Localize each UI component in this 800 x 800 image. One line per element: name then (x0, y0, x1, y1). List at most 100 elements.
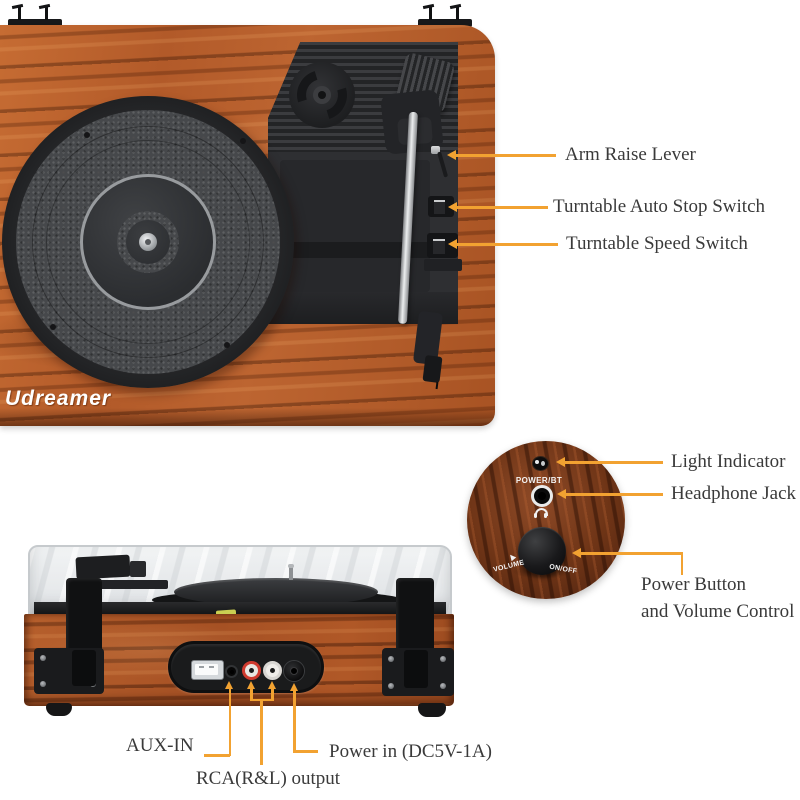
hinge-screw (440, 683, 446, 689)
arrowhead-rca-red (246, 681, 255, 689)
turntable-top-view: Udreamer (0, 25, 495, 426)
volume-arrow-icon (507, 552, 517, 562)
headphone-jack (531, 485, 553, 507)
label-headphone: Headphone Jack (671, 483, 797, 504)
arrowhead-headphone (557, 489, 566, 499)
headphone-earcup (544, 513, 547, 518)
hinge-screw (40, 655, 46, 661)
leader-line-rca-red (250, 688, 253, 700)
hinge-pin (45, 7, 48, 20)
front-tonearm-clip (130, 561, 146, 577)
leader-line-rca-center (260, 700, 263, 765)
usb-port (191, 660, 224, 680)
rca-white-port (263, 661, 282, 680)
headphone-band (535, 508, 548, 516)
jack-hole (538, 492, 546, 500)
label-aux: AUX-IN (126, 735, 194, 756)
platter (2, 96, 294, 388)
power-led (532, 456, 549, 471)
label-power-line1: Power Button (641, 574, 747, 595)
leader-line-power-in-v (293, 690, 296, 752)
front-platter (174, 578, 378, 606)
power-bt-label: POWER/BT (515, 476, 563, 485)
usb-contact (209, 666, 214, 668)
leader-line-auto-stop (456, 206, 548, 209)
arrowhead-rca-white (267, 681, 276, 689)
arrowhead-light (556, 457, 565, 467)
platter-screw (50, 324, 56, 330)
aux-port (225, 665, 238, 678)
leader-line-power-in-h (293, 750, 318, 753)
usb-tongue (195, 664, 218, 675)
label-speed: Turntable Speed Switch (566, 233, 748, 254)
plinth-edge-shade (0, 408, 495, 426)
rca-red-port (242, 661, 261, 680)
platter-groove-ring (46, 140, 250, 344)
rpm-adapter (288, 61, 356, 129)
leader-line-speed (456, 243, 558, 246)
label-power-line2: and Volume Control (641, 601, 795, 622)
leader-line-aux-v (228, 688, 231, 756)
side-inset: POWER/BT VOLUME ON/OFF (467, 441, 625, 599)
top-hinge-right (418, 2, 472, 28)
arrowhead-arm-raise (447, 150, 456, 160)
rca-red-hole (248, 667, 254, 673)
headphone-earcup (534, 513, 537, 518)
arrowhead-auto-stop (448, 202, 457, 212)
platter-screw (224, 342, 230, 348)
leader-line-rca-connector (250, 698, 274, 701)
label-arm-raise: Arm Raise Lever (565, 144, 696, 165)
dust-cover (28, 545, 452, 617)
hinge-pin (429, 7, 432, 20)
arrowhead-power-knob (572, 548, 581, 558)
hinge-base (8, 19, 62, 27)
rca-white-hole (269, 667, 275, 673)
cartridge (422, 355, 443, 383)
foot-left (46, 703, 72, 716)
speed-slider (433, 239, 445, 254)
arrowhead-power-in (289, 683, 298, 691)
front-hinge-left (30, 575, 106, 697)
leader-line-rca-white (271, 688, 274, 700)
hinge-screw (440, 656, 446, 662)
hinge-inner-block (404, 650, 428, 688)
headphone-icon (534, 508, 548, 518)
platter-screw (240, 138, 246, 144)
label-rca: RCA(R&L) output (196, 768, 341, 789)
aux-hole (229, 669, 234, 674)
arm-raise-lever (431, 146, 440, 154)
leader-line-power-v (680, 553, 683, 575)
hinge-inner-block (72, 650, 96, 686)
led-highlight (541, 461, 545, 466)
leader-line-power-h (580, 552, 683, 555)
top-hinge-left (8, 2, 62, 28)
hinge-screw (388, 656, 394, 662)
front-spindle (289, 566, 293, 580)
leader-line-aux-h (204, 754, 230, 757)
hinge-screw (388, 683, 394, 689)
usb-contact (199, 666, 204, 668)
volume-knob (518, 527, 566, 575)
arrowhead-aux (225, 681, 233, 689)
hinge-base (418, 19, 472, 27)
hinge-pin (18, 7, 21, 20)
brand-logo: Udreamer (5, 387, 112, 410)
dc-power-port (283, 660, 305, 682)
auto-stop-slider (434, 200, 445, 214)
switch-base-plate (424, 259, 462, 271)
dc-hole (290, 667, 298, 675)
leader-line-light (564, 461, 663, 464)
led-highlight (535, 460, 539, 464)
foot-right (418, 703, 446, 717)
deck-dark-band (274, 242, 442, 258)
auto-stop-switch (428, 196, 454, 217)
front-tonearm-arm (98, 580, 168, 589)
hinge-screw (40, 681, 46, 687)
deck-gap-shadow (34, 602, 446, 617)
stylus-needle (435, 381, 439, 390)
hinge-pin (456, 7, 459, 20)
label-auto-stop: Turntable Auto Stop Switch (553, 196, 766, 217)
platter-groove-ring (32, 126, 264, 358)
spindle-screw (145, 239, 151, 245)
